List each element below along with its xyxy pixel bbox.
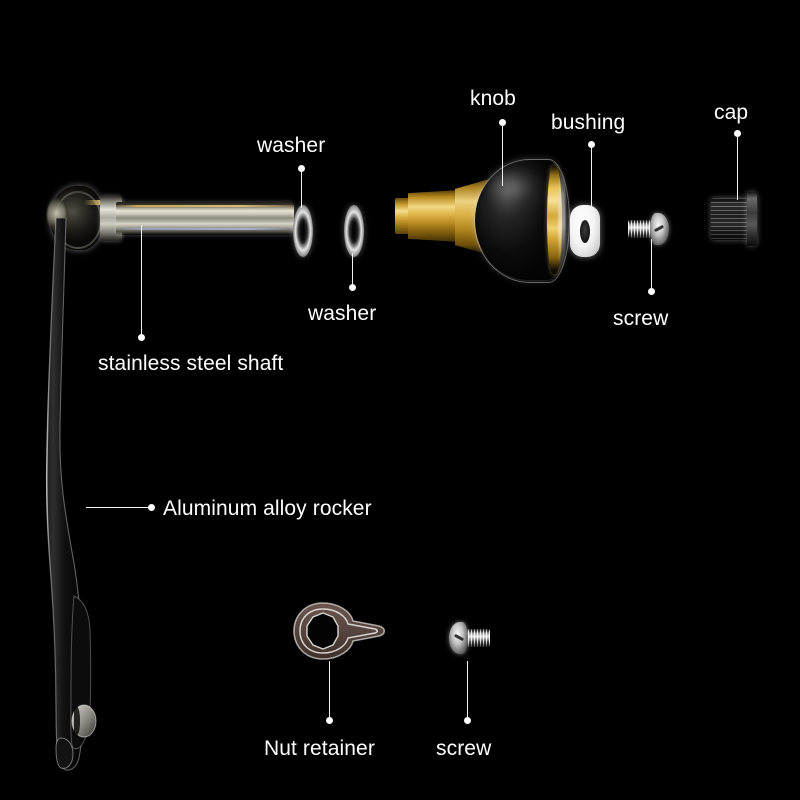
leader-dot-nut-retainer [326, 717, 333, 724]
leader-dot-knob [499, 119, 506, 126]
label-cap: cap [714, 101, 749, 124]
leader-dot-rocker [148, 504, 155, 511]
washer-part-1 [293, 205, 313, 257]
leader-line-nut-retainer [329, 661, 331, 719]
label-bushing: bushing [551, 111, 626, 134]
leader-line-bushing [591, 145, 593, 212]
washer-hole [299, 218, 307, 244]
leader-dot-screw-bottom [464, 717, 471, 724]
leader-dot-shaft [138, 334, 145, 341]
label-stainless-steel-shaft: stainless steel shaft [98, 352, 284, 375]
leader-dot-cap [734, 130, 741, 137]
label-nut-retainer: Nut retainer [264, 737, 375, 760]
screw-threads [465, 629, 490, 647]
screw-threads [628, 220, 653, 238]
label-washer-bottom: washer [308, 302, 377, 325]
leader-line-cap [737, 134, 739, 200]
shaft-cylinder [116, 202, 294, 235]
leader-line-washer-bottom [352, 253, 354, 286]
cap-threaded-barrel [711, 198, 749, 240]
shaft-head-gold-accent [84, 200, 102, 205]
knob-highlight [487, 170, 549, 214]
knob-edge-highlight [558, 170, 566, 270]
leader-dot-washer-bottom [349, 284, 356, 291]
leader-line-shaft [141, 225, 143, 336]
leader-dot-bushing [588, 141, 595, 148]
label-aluminum-alloy-rocker: Aluminum alloy rocker [163, 497, 372, 520]
bushing-part [570, 205, 600, 257]
label-screw-bottom: screw [436, 737, 492, 760]
label-screw-top: screw [613, 307, 669, 330]
label-washer-top: washer [257, 134, 326, 157]
label-knob: knob [470, 87, 516, 110]
leader-line-washer-top [301, 169, 303, 208]
nut-retainer-part [291, 601, 391, 661]
leader-line-screw-bottom [467, 661, 469, 719]
leader-line-rocker [86, 507, 150, 509]
nut-retainer-shape [293, 602, 386, 660]
screw-part-2 [446, 620, 490, 656]
knob-stem-tip [395, 198, 411, 234]
washer-hole [350, 218, 358, 244]
knob-gold-stem [408, 190, 460, 242]
aluminum-alloy-rocker-part [44, 218, 114, 778]
stainless-steel-shaft-part [44, 182, 294, 254]
leader-line-screw-top [651, 239, 653, 290]
leader-dot-washer-top [298, 165, 305, 172]
knob-part [395, 159, 570, 283]
leader-line-knob [502, 123, 504, 186]
cap-part [711, 192, 765, 246]
leader-dot-screw-top [648, 288, 655, 295]
cap-flange [747, 192, 757, 246]
screw-part-1 [628, 211, 672, 247]
washer-part-2 [344, 205, 364, 257]
rocker-arm-shape [45, 218, 97, 771]
bushing-hole [580, 220, 590, 243]
